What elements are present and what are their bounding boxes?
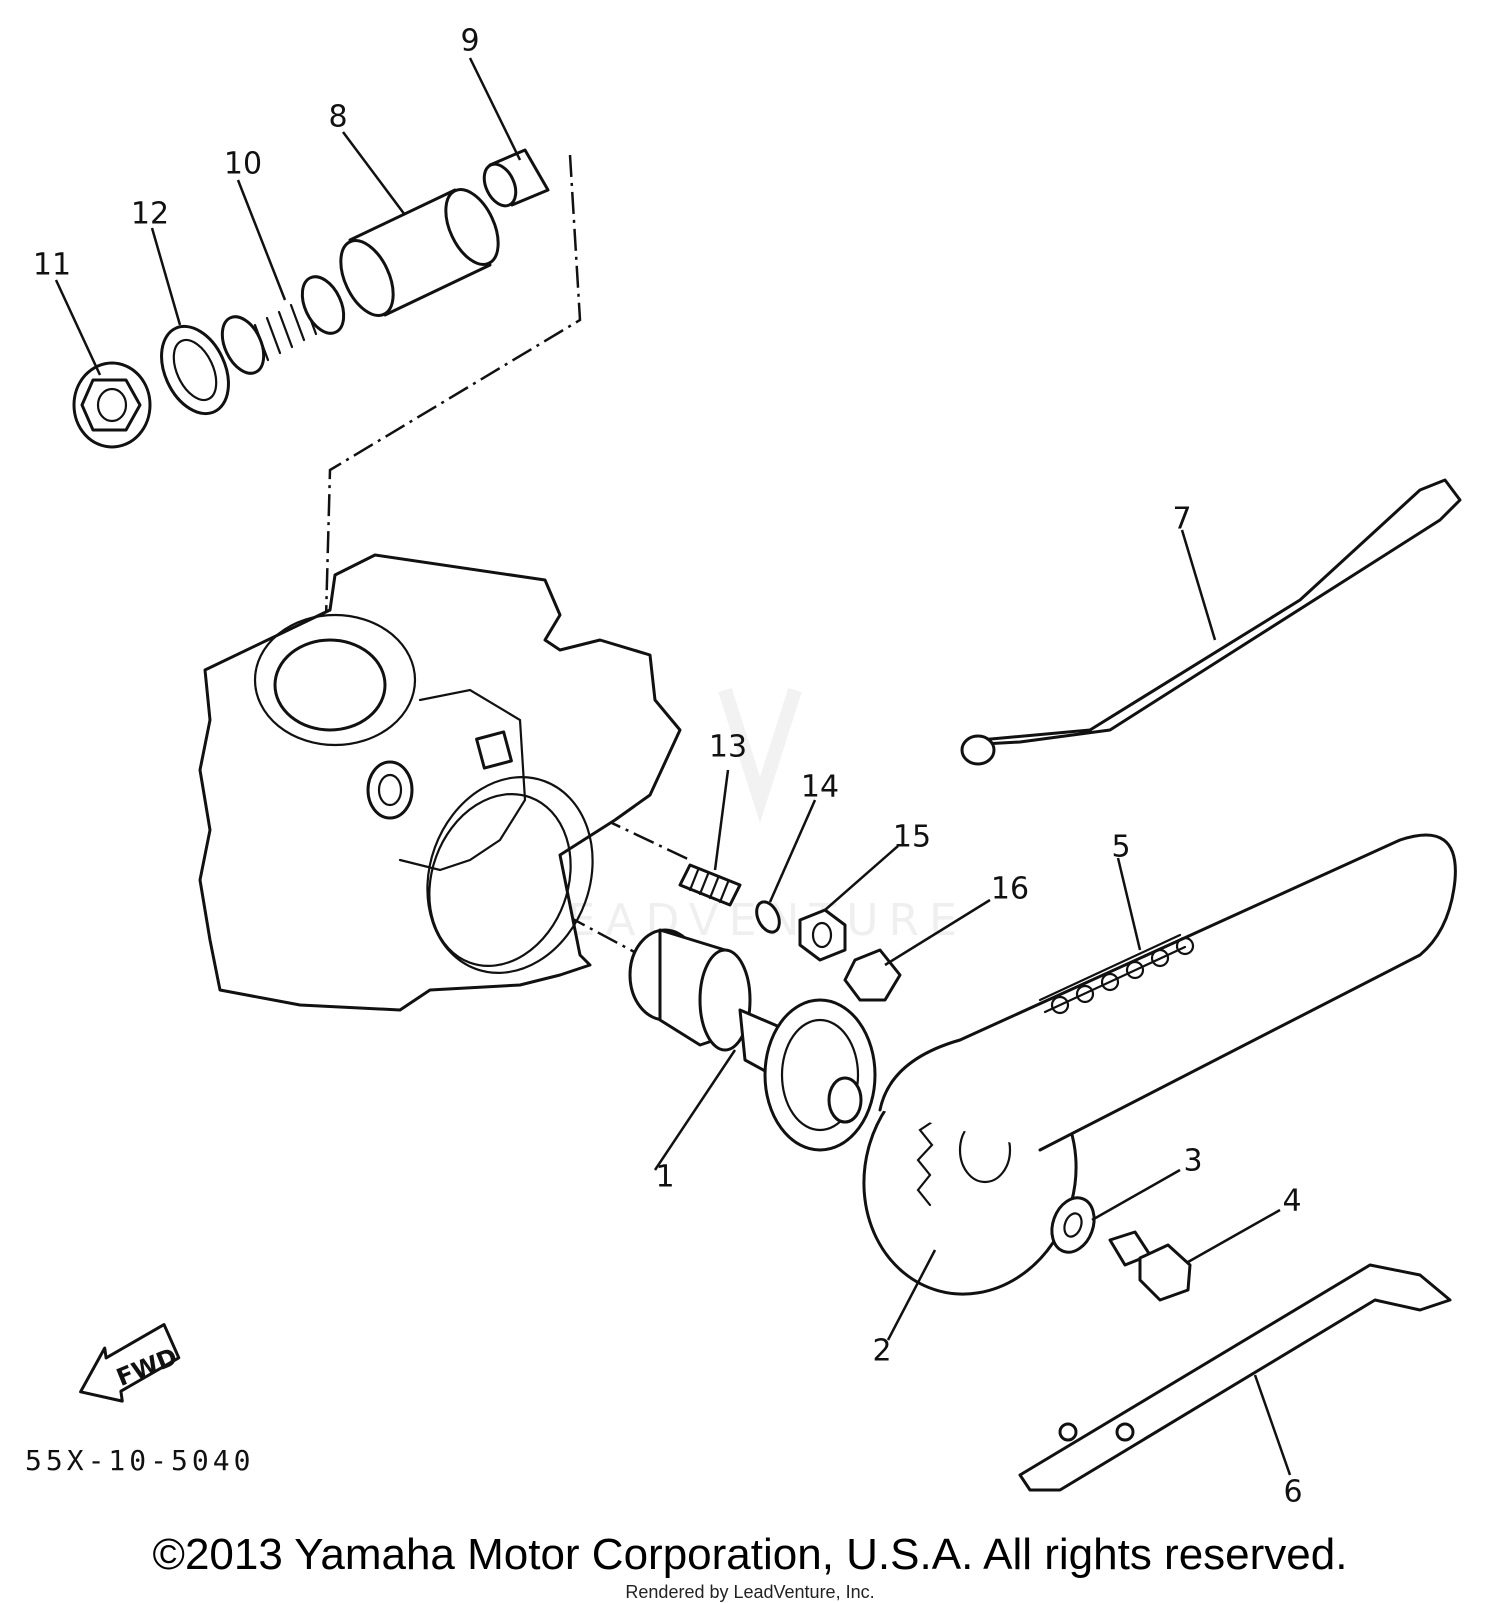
sprocket-bolt-part xyxy=(1108,1230,1192,1302)
callout-8: 8 xyxy=(328,100,347,135)
engine-block xyxy=(198,553,682,1012)
tensioner-sleeve-part xyxy=(339,188,500,317)
callout-7: 7 xyxy=(1172,502,1191,537)
callout-14: 14 xyxy=(801,770,839,805)
callout-10: 10 xyxy=(224,147,262,182)
watermark: LEADVENTURE xyxy=(533,687,967,946)
sprocket-washer-part xyxy=(1050,1196,1096,1254)
callout-12: 12 xyxy=(131,197,169,232)
flange-bolt-part xyxy=(72,361,152,449)
guide-bolt-part xyxy=(678,863,742,907)
callouts: 1 2 3 4 5 6 7 8 9 10 11 12 13 14 15 16 xyxy=(33,24,1303,1510)
callout-13: 13 xyxy=(709,730,747,765)
callout-6: 6 xyxy=(1283,1475,1302,1510)
callout-16: 16 xyxy=(991,872,1029,907)
rendered-by-note: Rendered by LeadVenture, Inc. xyxy=(625,1582,875,1602)
cap-nut-part xyxy=(843,948,902,1002)
washer-part xyxy=(160,324,230,416)
callout-3: 3 xyxy=(1183,1144,1202,1179)
callout-4: 4 xyxy=(1282,1184,1301,1219)
cam-chain-part xyxy=(878,833,1457,1152)
leader-lines xyxy=(54,57,1292,1476)
diagram-code: 55X-10-5040 xyxy=(25,1444,254,1477)
chain-guide-exhaust-part xyxy=(1018,1263,1452,1492)
spring-part xyxy=(220,275,346,375)
fwd-arrow-icon: FWD xyxy=(79,1323,181,1403)
o-ring-part xyxy=(755,900,781,934)
svg-text:LEADVENTURE: LEADVENTURE xyxy=(533,895,967,946)
callout-9: 9 xyxy=(460,24,479,59)
copyright-notice: ©2013 Yamaha Motor Corporation, U.S.A. A… xyxy=(152,1530,1348,1579)
callout-5: 5 xyxy=(1111,830,1130,865)
camshaft-part xyxy=(628,928,877,1152)
callout-11: 11 xyxy=(33,248,71,283)
plunger-cap-part xyxy=(482,148,550,208)
callout-2: 2 xyxy=(872,1334,891,1369)
callout-1: 1 xyxy=(655,1160,674,1195)
callout-15: 15 xyxy=(893,820,931,855)
chain-guide-intake-part xyxy=(960,478,1462,766)
